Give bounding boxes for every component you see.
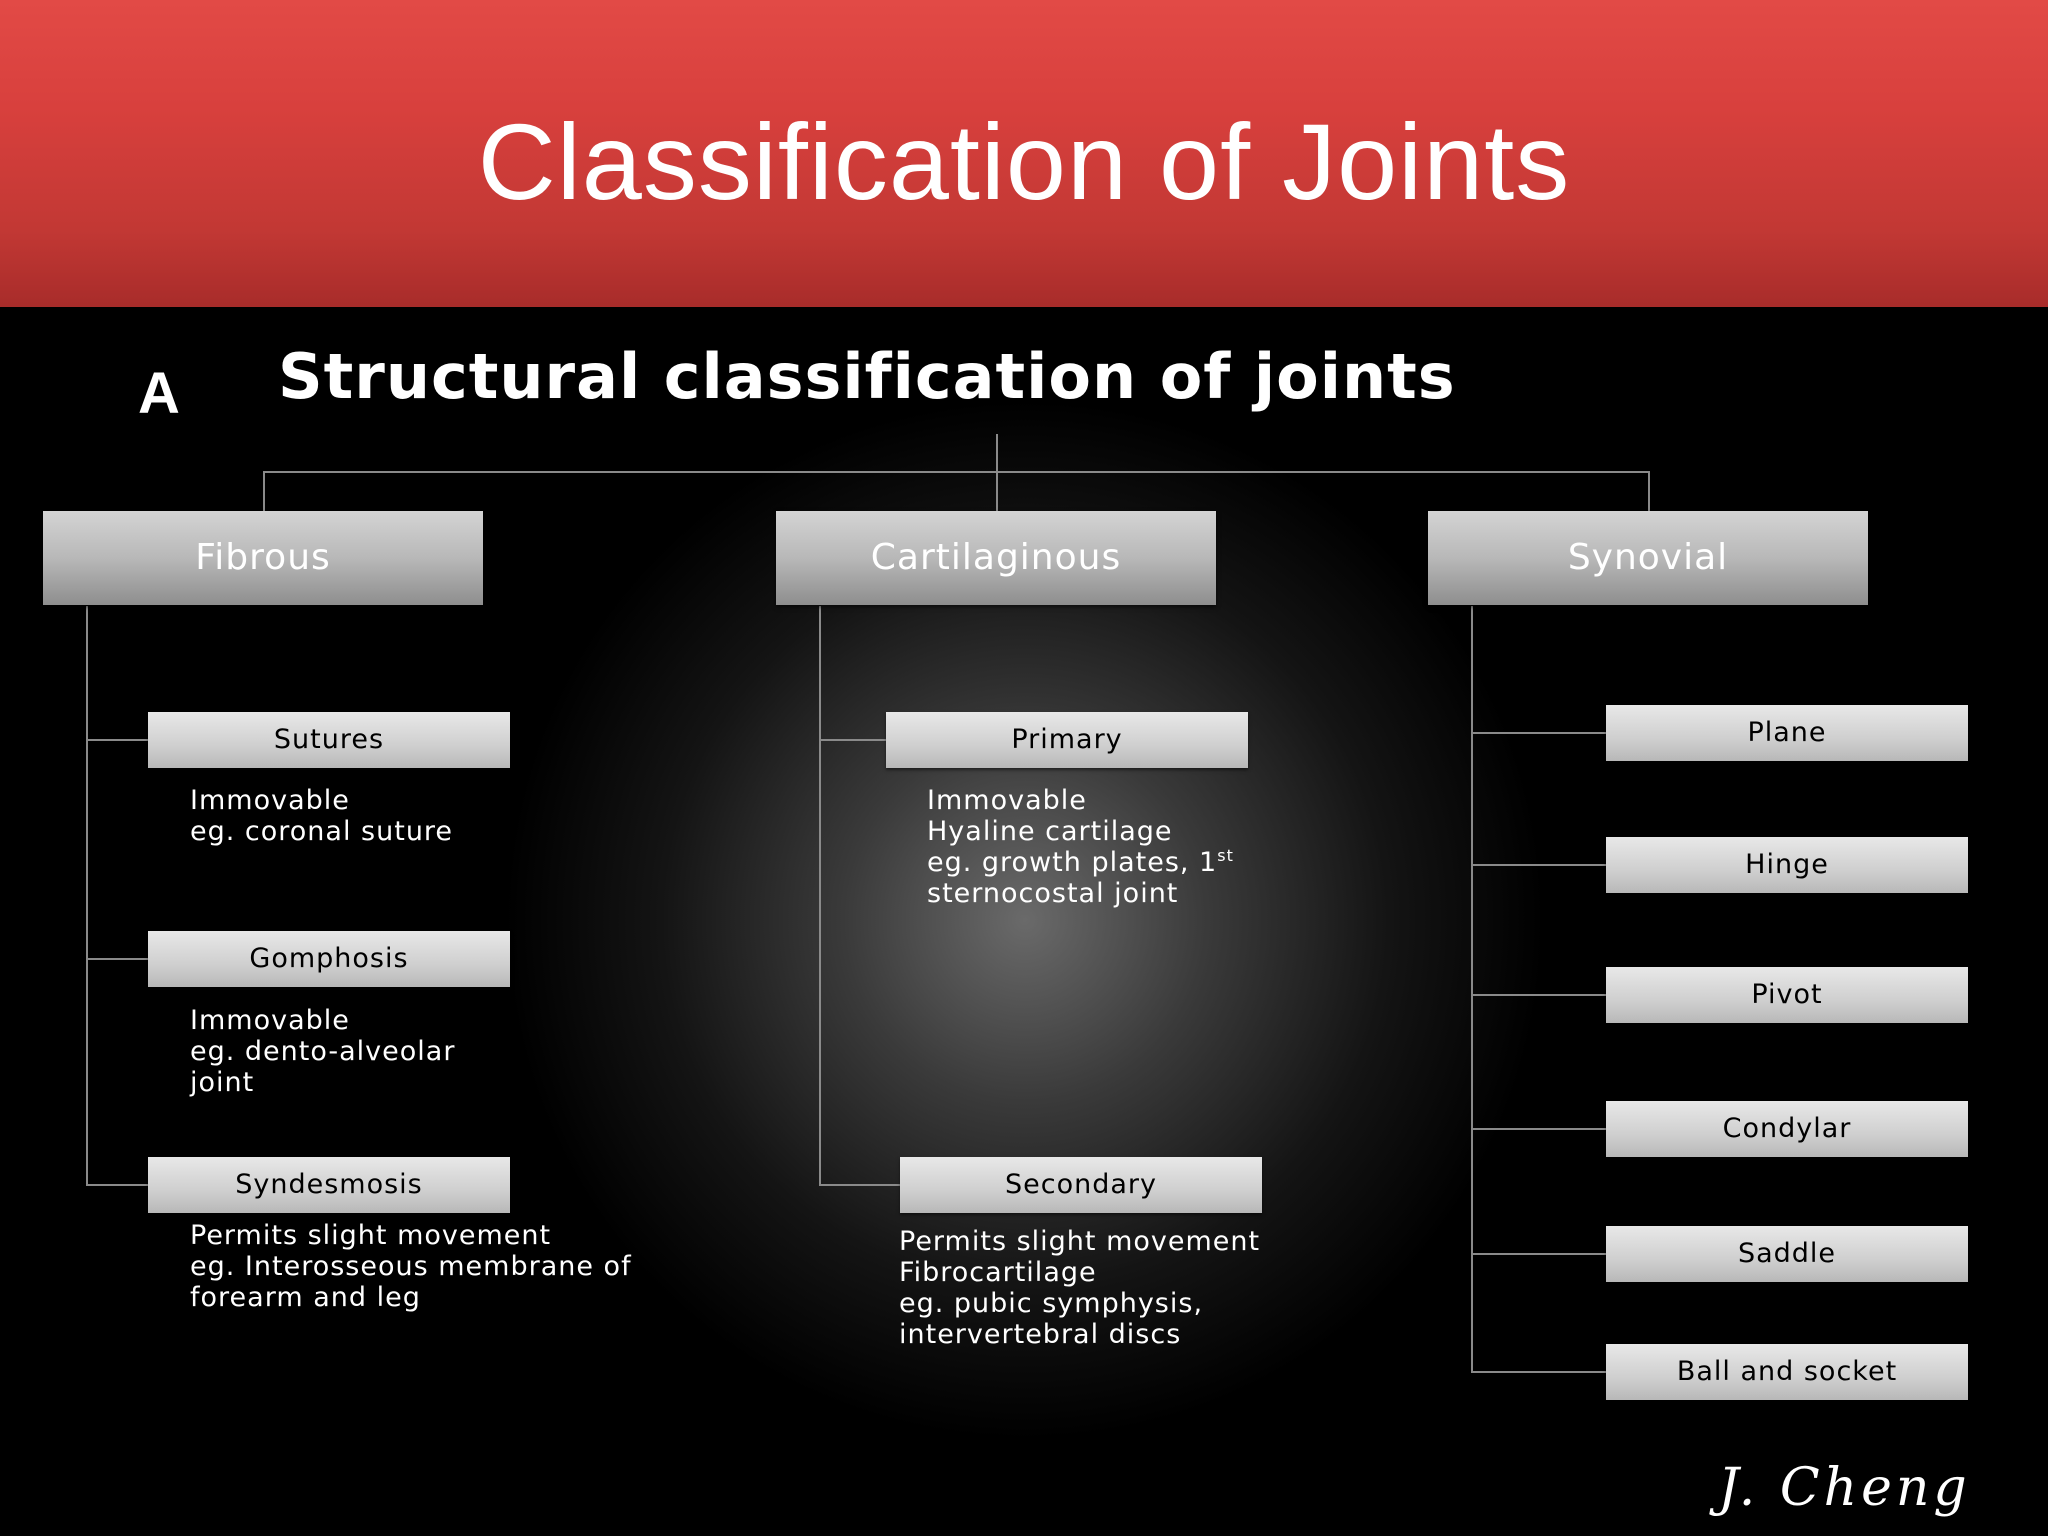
description-line: Immovable: [927, 785, 1087, 816]
connector-line: [1471, 606, 1473, 1373]
description-line: joint: [190, 1067, 255, 1098]
connector-line: [1471, 1253, 1606, 1255]
description-line: Fibrocartilage: [899, 1257, 1097, 1288]
category-cartilaginous: Cartilaginous: [776, 511, 1216, 605]
description-line: eg. Interosseous membrane of: [190, 1251, 632, 1282]
description-line: Permits slight movement: [899, 1226, 1261, 1257]
description-text: eg. growth plates, 1: [927, 847, 1218, 878]
subtype-pivot: Pivot: [1606, 967, 1968, 1023]
description-line: eg. dento-alveolar: [190, 1036, 456, 1067]
connector-line: [1471, 1371, 1606, 1373]
description-line: Immovable: [190, 785, 350, 816]
connector-line: [996, 471, 998, 511]
connector-line: [1471, 864, 1606, 866]
connector-line: [819, 606, 821, 1186]
description-line: eg. growth plates, 1st: [927, 847, 1234, 878]
connector-line: [86, 1184, 148, 1186]
primary-description: Immovable Hyaline cartilage eg. growth p…: [927, 785, 1234, 909]
connector-line: [263, 471, 1650, 473]
sutures-description: Immovable eg. coronal suture: [190, 785, 453, 847]
description-line: eg. coronal suture: [190, 816, 454, 847]
category-fibrous: Fibrous: [43, 511, 483, 605]
slide-header: Classification of Joints: [0, 0, 2048, 307]
secondary-description: Permits slight movement Fibrocartilage e…: [899, 1226, 1260, 1350]
description-line: Permits slight movement: [190, 1220, 552, 1251]
connector-line: [263, 471, 265, 511]
connector-line: [996, 434, 998, 472]
slide-title: Classification of Joints: [477, 101, 1571, 222]
subtype-secondary: Secondary: [900, 1157, 1262, 1213]
connector-line: [1471, 994, 1606, 996]
description-line: Hyaline cartilage: [927, 816, 1173, 847]
subtype-syndesmosis: Syndesmosis: [148, 1157, 510, 1213]
subtype-saddle: Saddle: [1606, 1226, 1968, 1282]
description-line: sternocostal joint: [927, 878, 1179, 909]
syndesmosis-description: Permits slight movement eg. Interosseous…: [190, 1220, 632, 1313]
subtype-ball-and-socket: Ball and socket: [1606, 1344, 1968, 1400]
subtype-hinge: Hinge: [1606, 837, 1968, 893]
subtype-sutures: Sutures: [148, 712, 510, 768]
description-line: intervertebral discs: [899, 1319, 1182, 1350]
subtype-plane: Plane: [1606, 705, 1968, 761]
connector-line: [1471, 1128, 1606, 1130]
description-line: Immovable: [190, 1005, 350, 1036]
description-line: eg. pubic symphysis,: [899, 1288, 1204, 1319]
description-line: forearm and leg: [190, 1282, 421, 1313]
gomphosis-description: Immovable eg. dento-alveolar joint: [190, 1005, 455, 1098]
author-signature: J. Cheng: [1718, 1458, 1971, 1518]
subtype-condylar: Condylar: [1606, 1101, 1968, 1157]
connector-line: [1648, 471, 1650, 511]
connector-line: [1471, 732, 1606, 734]
connector-line: [86, 606, 88, 1186]
ordinal-superscript: st: [1217, 846, 1234, 865]
subtype-primary: Primary: [886, 712, 1248, 768]
panel-letter: A: [138, 361, 180, 426]
connector-line: [819, 1184, 900, 1186]
diagram-title: Structural classification of joints: [278, 340, 1456, 413]
connector-line: [819, 739, 886, 741]
category-synovial: Synovial: [1428, 511, 1868, 605]
subtype-gomphosis: Gomphosis: [148, 931, 510, 987]
connector-line: [86, 958, 148, 960]
connector-line: [86, 739, 148, 741]
